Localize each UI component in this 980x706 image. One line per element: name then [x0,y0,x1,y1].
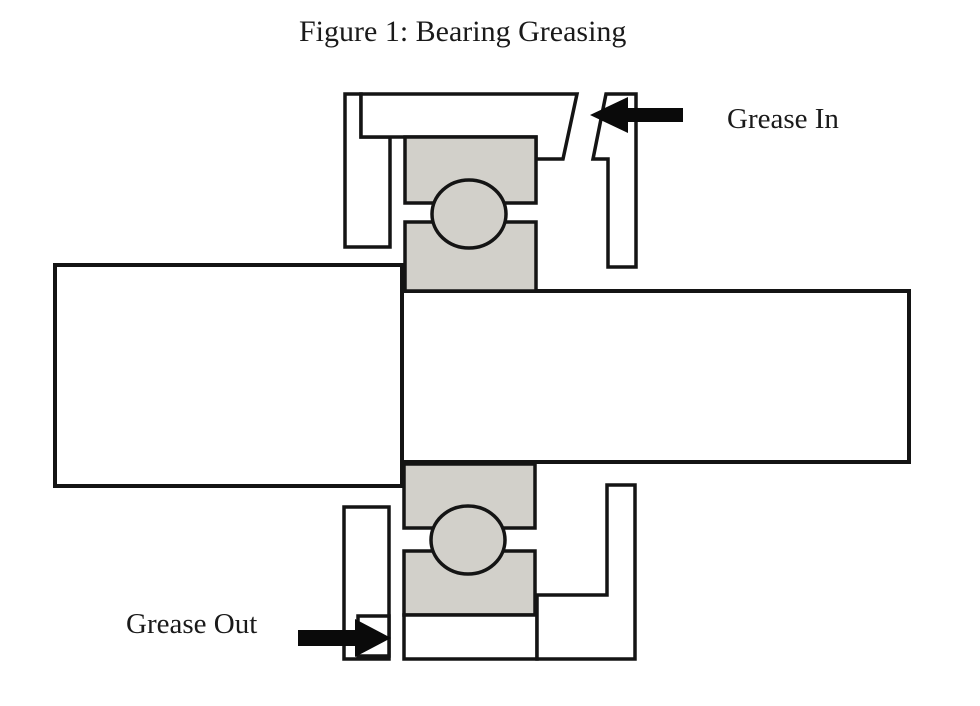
inner-race-bottom [402,462,537,530]
grease-in-label: Grease In [727,103,839,135]
shaft-main-section [400,289,911,464]
bearing-ball-top [430,178,508,250]
inner-race-top [403,220,538,293]
grease-out-label: Grease Out [126,608,258,640]
grease-out-arrow-icon [298,619,391,657]
grease-in-arrow-icon [590,97,683,133]
bearing-ball-bottom [429,504,507,576]
housing-bottom-right [535,483,637,661]
figure-title: Figure 1: Bearing Greasing [299,15,627,48]
grease-inlet-block [590,92,638,269]
shaft-left-section [53,263,404,488]
housing-bottom-band [402,613,539,661]
